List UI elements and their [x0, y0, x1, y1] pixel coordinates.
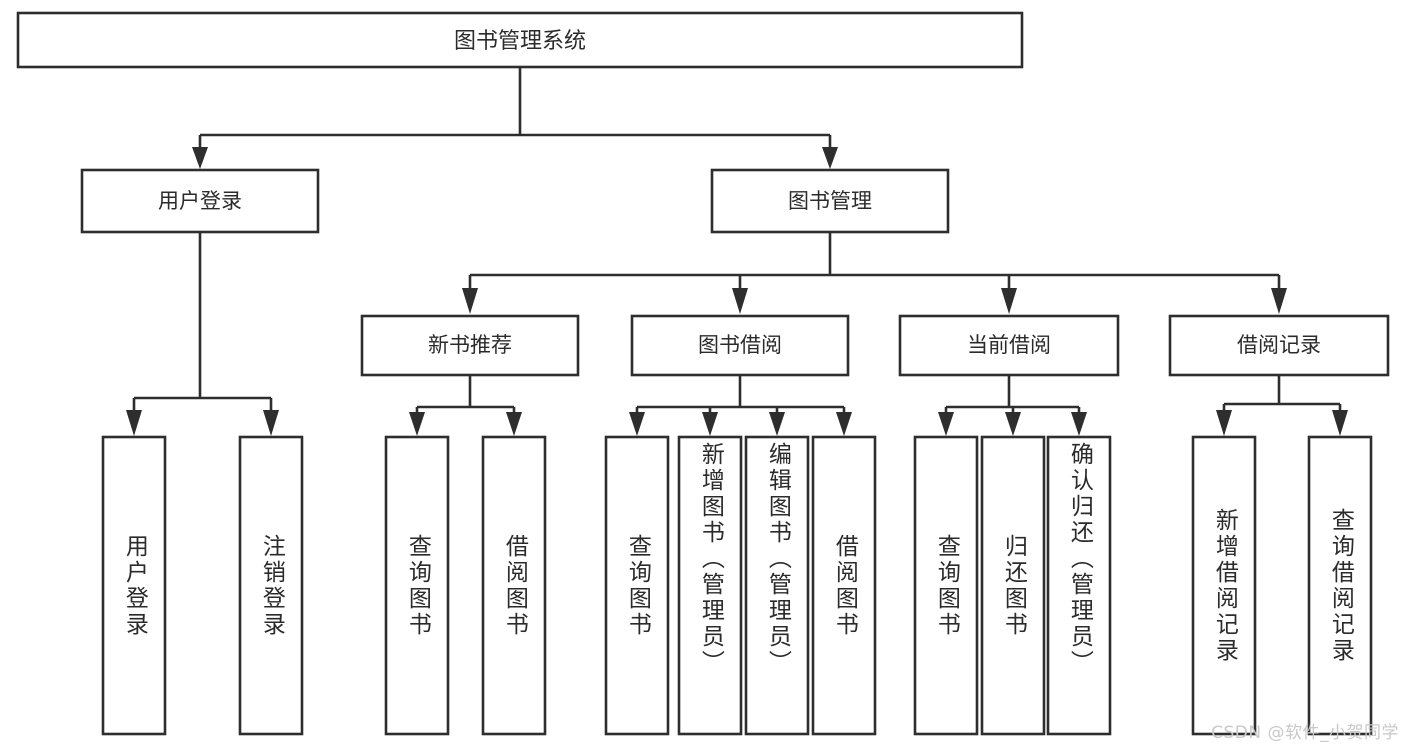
arrow-icon-bb-2 — [702, 412, 718, 436]
node-root-label: 图书管理系统 — [454, 29, 586, 54]
arrow-icon-br-1 — [1216, 410, 1232, 436]
node-book-management[interactable]: 图书管理 — [710, 168, 950, 234]
arrow-icon-bm-1 — [462, 288, 478, 314]
leaf-box-user-login[interactable] — [101, 435, 167, 736]
leaf-box-borrow-book-bb[interactable] — [811, 435, 877, 736]
node-new-book-recommend-box[interactable] — [360, 314, 580, 377]
node-root[interactable]: 图书管理系统 — [16, 11, 1024, 69]
arrow-icon-ul-2 — [263, 410, 279, 436]
arrow-icon-ul-1 — [126, 410, 142, 436]
node-current-borrow-box[interactable] — [898, 314, 1120, 377]
leaf-box-edit-book-admin[interactable] — [744, 435, 810, 736]
arrow-icon-bm-2 — [732, 288, 748, 314]
node-user-login-box[interactable] — [80, 168, 320, 234]
arrow-icon-br-2 — [1332, 410, 1348, 436]
node-root-box[interactable] — [16, 11, 1024, 69]
leaf-box-return-book[interactable] — [980, 435, 1046, 736]
arrow-icon-cb-3 — [1071, 412, 1087, 436]
leaf-box-query-book-nb[interactable] — [384, 435, 450, 736]
arrow-icon-bb-1 — [629, 412, 645, 436]
arrow-icon-bb-3 — [769, 412, 785, 436]
node-book-management-label: 图书管理 — [788, 189, 872, 213]
connector-user-login-to-leaves — [126, 232, 279, 436]
node-borrow-record[interactable]: 借阅记录 — [1168, 314, 1390, 377]
arrow-icon-nb-1 — [409, 412, 425, 436]
connector-borrow-record-to-leaves — [1216, 375, 1348, 436]
node-current-borrow[interactable]: 当前借阅 — [898, 314, 1120, 377]
connector-root-to-level2 — [192, 67, 838, 169]
arrow-icon-cb-1 — [938, 412, 954, 436]
node-new-book-recommend[interactable]: 新书推荐 — [360, 314, 580, 377]
watermark-text: CSDN @软件_小贺同学 — [1211, 723, 1399, 743]
arrow-icon-root-1 — [192, 147, 208, 169]
arrow-icon-root-2 — [822, 147, 838, 169]
node-borrow-record-box[interactable] — [1168, 314, 1390, 377]
arrow-icon-bm-4 — [1271, 288, 1287, 314]
node-book-borrow-label: 图书借阅 — [698, 333, 782, 357]
leaf-box-query-book-bb[interactable] — [604, 435, 670, 736]
connector-new-book-to-leaves — [409, 375, 522, 436]
connector-book-mgmt-to-level3 — [462, 232, 1287, 314]
leaf-box-confirm-return-admin[interactable] — [1046, 435, 1112, 736]
node-user-login[interactable]: 用户登录 — [80, 168, 320, 234]
leaf-box-borrow-book-nb[interactable] — [481, 435, 547, 736]
arrow-icon-nb-2 — [506, 412, 522, 436]
leaf-box-query-book-cb[interactable] — [913, 435, 979, 736]
leaf-box-logout-login[interactable] — [238, 435, 304, 736]
leaf-box-add-book-admin[interactable] — [677, 435, 743, 736]
connector-borrow-to-leaves — [629, 375, 852, 436]
connector-current-borrow-to-leaves — [938, 375, 1087, 436]
node-book-borrow-box[interactable] — [630, 314, 850, 377]
arrow-icon-bb-4 — [836, 412, 852, 436]
leaf-boxes — [101, 435, 1373, 736]
node-new-book-recommend-label: 新书推荐 — [428, 333, 512, 357]
leaf-box-add-borrow-record[interactable] — [1191, 435, 1257, 736]
node-borrow-record-label: 借阅记录 — [1237, 333, 1321, 357]
node-user-login-label: 用户登录 — [158, 189, 242, 213]
arrow-icon-cb-2 — [1005, 412, 1021, 436]
node-book-borrow[interactable]: 图书借阅 — [630, 314, 850, 377]
arrow-icon-bm-3 — [1001, 288, 1017, 314]
node-current-borrow-label: 当前借阅 — [967, 333, 1051, 357]
leaf-box-query-borrow-record[interactable] — [1307, 435, 1373, 736]
node-book-management-box[interactable] — [710, 168, 950, 234]
